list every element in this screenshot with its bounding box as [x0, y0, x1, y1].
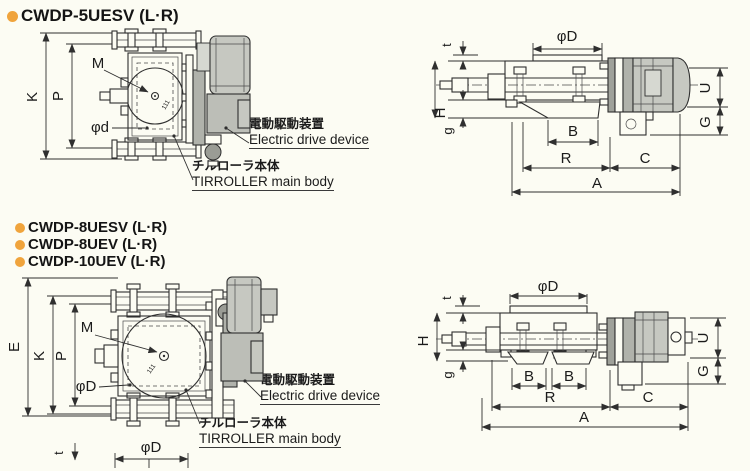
roller-circle: [121, 313, 207, 399]
roller-body: 111: [94, 313, 211, 399]
model-header-cwdp5: CWDP-5UESV (L·R): [7, 6, 179, 26]
callout-jp: 電動駆動装置: [249, 117, 325, 131]
side-body: [499, 312, 598, 351]
base-feet: [500, 349, 597, 365]
dim-P: P: [53, 351, 70, 361]
bullet-icon: [15, 239, 25, 250]
dim-G: G: [697, 116, 714, 128]
partial-drawing: t φD: [51, 439, 189, 468]
dim-P: P: [50, 91, 67, 101]
callout-jp: チルローラ本体: [199, 416, 287, 430]
top-rail: [111, 28, 202, 52]
dim-K: K: [31, 351, 48, 361]
stamp-mark: 111: [146, 363, 158, 375]
callout-main-body-bottom: チルローラ本体 TIRROLLER main body: [199, 416, 341, 448]
callout-en: TIRROLLER main body: [199, 431, 341, 448]
motor-assembly: [598, 311, 693, 391]
callout-en: Electric drive device: [260, 388, 381, 405]
model-label: CWDP-8UEV (L·R): [28, 236, 158, 253]
dim-M: M: [81, 319, 94, 336]
dim-G: G: [695, 365, 712, 377]
roller-plate: [532, 54, 603, 62]
dim-t: t: [51, 451, 66, 455]
dim-E: E: [6, 342, 23, 352]
side-view-cwdp5: φD t H: [431, 28, 728, 196]
roller-plate: [509, 305, 588, 314]
dim-C: C: [640, 150, 651, 167]
dim-R: R: [545, 389, 556, 406]
bullet-icon: [7, 10, 18, 22]
dim-phi-D: φD: [141, 439, 162, 456]
dim-M: M: [92, 55, 105, 72]
model-label: CWDP-8UESV (L·R): [28, 219, 168, 236]
front-view-cwdp5: K P: [24, 28, 251, 181]
dim-U: U: [695, 333, 712, 344]
model-header-cwdp8uesv: CWDP-8UESV (L·R): [15, 219, 167, 236]
model-header-cwdp10uev: CWDP-10UEV (L·R): [15, 253, 166, 270]
dim-B: B: [568, 123, 578, 140]
roller-body: 111: [99, 52, 184, 141]
callout-jp: 電動駆動装置: [260, 373, 336, 387]
dim-B1: B: [524, 368, 534, 385]
dim-B2: B: [564, 368, 574, 385]
dim-phi-D: φD: [538, 278, 559, 295]
motor-assembly: [599, 57, 691, 136]
bullet-icon: [15, 222, 25, 233]
motor: [226, 276, 262, 334]
motor-cap: [672, 57, 691, 113]
shaft-hole: [670, 331, 682, 343]
dim-phi-d: φd: [91, 119, 109, 136]
callout-en: TIRROLLER main body: [192, 174, 334, 191]
model-label: CWDP-10UEV (L·R): [28, 253, 166, 270]
dim-g: g: [440, 371, 455, 378]
front-view-cwdp8-10: E K P: [6, 276, 278, 427]
callout-electric-drive-bottom: 電動駆動装置 Electric drive device: [260, 373, 381, 405]
drive-unit: [205, 276, 278, 419]
dim-g: g: [440, 127, 455, 134]
motor: [634, 311, 669, 363]
dim-U: U: [697, 83, 714, 94]
top-rail: [110, 283, 235, 318]
side-view-cwdp8-10: φD t H: [415, 278, 726, 431]
dim-C: C: [643, 389, 654, 406]
chain-housing: [619, 111, 647, 136]
stamp-mark: 111: [161, 99, 172, 111]
sprocket: [204, 143, 222, 161]
callout-en: Electric drive device: [249, 132, 370, 149]
dim-A: A: [579, 409, 589, 426]
bullet-icon: [15, 256, 25, 267]
dim-K: K: [24, 92, 41, 102]
model-header-cwdp8uev: CWDP-8UEV (L·R): [15, 236, 157, 253]
drive-unit: [181, 35, 251, 167]
dim-H: H: [415, 336, 432, 347]
terminal-box: [260, 288, 278, 316]
dim-H: H: [432, 108, 449, 119]
bottom-rail: [110, 392, 235, 427]
dim-R: R: [561, 150, 572, 167]
dim-t: t: [439, 43, 454, 47]
dim-phi-D: φD: [557, 28, 578, 45]
chain-housing: [617, 361, 643, 386]
dim-phi-D: φD: [76, 378, 97, 395]
dim-A: A: [592, 175, 602, 192]
callout-electric-drive-top: 電動駆動装置 Electric drive device: [249, 117, 370, 149]
dim-t: t: [439, 296, 454, 300]
bottom-rail: [111, 137, 202, 161]
model-label: CWDP-5UESV (L·R): [21, 6, 179, 25]
